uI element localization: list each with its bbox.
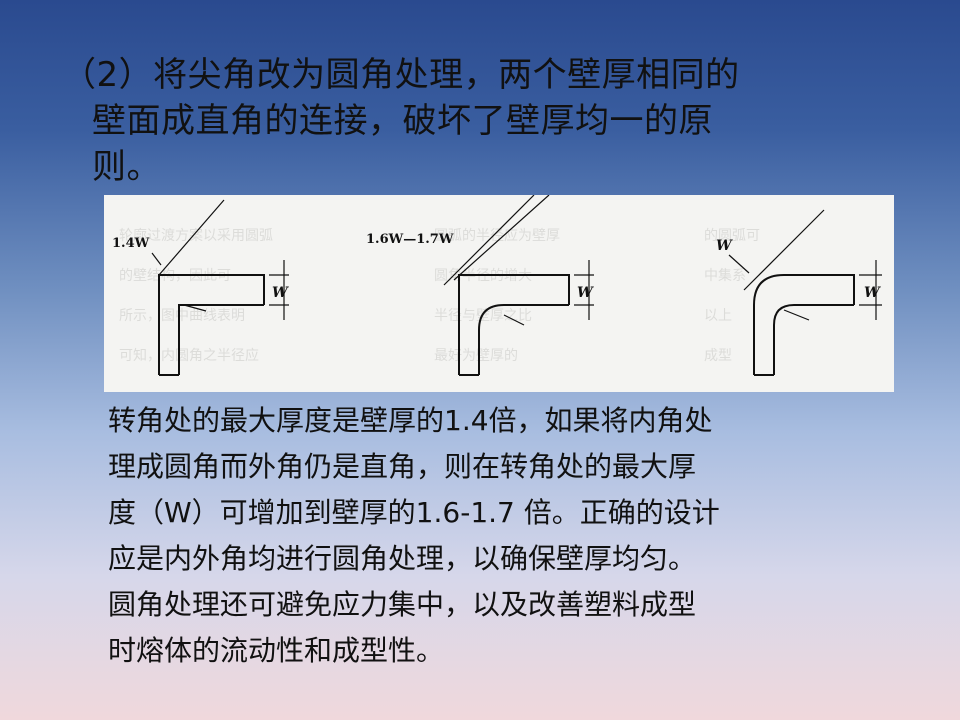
body-line-6: 时熔体的流动性和成型性。: [108, 634, 445, 667]
svg-text:的圆弧可: 的圆弧可: [704, 228, 760, 244]
heading: （2）将尖角改为圆角处理，两个壁厚相同的 壁面成直角的连接，破坏了壁厚均一的原 …: [62, 52, 922, 190]
body-line-1: 转角处的最大厚度是壁厚的1.4倍，如果将内角处: [108, 404, 713, 437]
body-line-3: 度（W）可增加到壁厚的1.6-1.7 倍。正确的设计: [108, 496, 720, 529]
heading-line-3: 则。: [92, 147, 161, 187]
body-line-4: 应是内外角均进行圆角处理，以确保壁厚均匀。: [108, 542, 697, 575]
svg-text:所示，图中曲线表明: 所示，图中曲线表明: [119, 308, 245, 324]
heading-line-2: 壁面成直角的连接，破坏了壁厚均一的原: [92, 101, 713, 141]
body-line-5: 圆角处理还可避免应力集中，以及改善塑料成型: [108, 588, 697, 621]
diagram-sharp-corner: 1.4W W: [112, 199, 289, 376]
corner-diagram: 轮廓过渡方案以采用圆弧 的壁结构，因此可 所示，图中曲线表明 可知，内圆角之半径…: [112, 195, 882, 376]
label-w-2: W: [577, 285, 594, 301]
label-w-1: W: [272, 285, 289, 301]
corner-diagram-figure: 轮廓过渡方案以采用圆弧 的壁结构，因此可 所示，图中曲线表明 可知，内圆角之半径…: [104, 195, 894, 392]
heading-line-1: （2）将尖角改为圆角处理，两个壁厚相同的: [62, 55, 740, 95]
svg-text:轮廓过渡方案以采用圆弧: 轮廓过渡方案以采用圆弧: [119, 227, 273, 244]
label-w-3: W: [716, 238, 733, 254]
svg-text:中集系: 中集系: [704, 267, 746, 284]
svg-text:以上: 以上: [704, 308, 732, 324]
svg-text:可知，内圆角之半径应: 可知，内圆角之半径应: [119, 347, 259, 364]
body-line-2: 理成圆角而外角仍是直角，则在转角处的最大厚: [108, 450, 697, 483]
svg-text:成型: 成型: [704, 348, 732, 364]
label-1-6w-1-7w: 1.6W—1.7W: [366, 232, 454, 247]
svg-text:圆弧的半径应为壁厚: 圆弧的半径应为壁厚: [434, 227, 560, 244]
svg-text:最好为壁厚的: 最好为壁厚的: [434, 348, 518, 364]
body-paragraph: 转角处的最大厚度是壁厚的1.4倍，如果将内角处 理成圆角而外角仍是直角，则在转角…: [108, 398, 908, 674]
scan-bleed-through: 轮廓过渡方案以采用圆弧 的壁结构，因此可 所示，图中曲线表明 可知，内圆角之半径…: [119, 227, 760, 364]
label-1-4w: 1.4W: [112, 236, 150, 251]
diagram-inner-rounded: 1.6W—1.7W W: [366, 195, 594, 376]
label-w-4: W: [864, 285, 881, 301]
diagram-both-rounded: W W: [716, 209, 882, 376]
